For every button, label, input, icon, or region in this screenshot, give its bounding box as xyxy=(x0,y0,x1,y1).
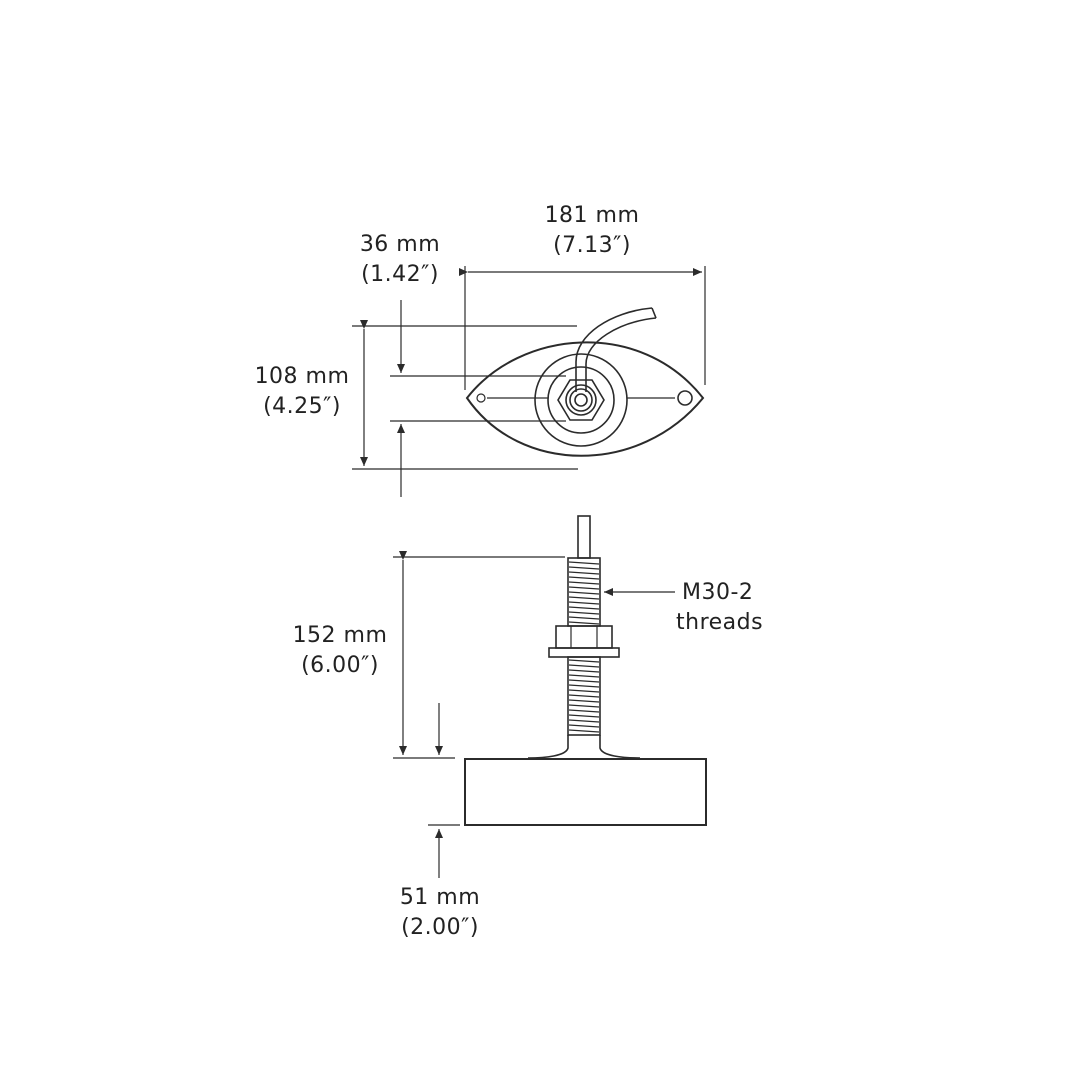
cable-outline-right xyxy=(585,317,657,392)
cable-end xyxy=(651,307,657,319)
base-height-metric: 51 mm xyxy=(399,885,481,910)
offset-dimension-label: 36 mm (1.42″) xyxy=(340,230,460,290)
hex-nut-side xyxy=(555,625,613,649)
thread-lines xyxy=(568,561,600,733)
thread-line xyxy=(568,729,600,733)
thread-callout-line2: threads xyxy=(676,610,764,635)
left-bolt-hole xyxy=(476,393,486,403)
thread-line xyxy=(568,561,600,565)
cable-outline-left xyxy=(575,307,653,392)
stem-outer xyxy=(569,388,593,412)
thread-line xyxy=(568,596,600,600)
top-view xyxy=(352,266,706,497)
stem-flare xyxy=(527,735,641,759)
thread-line xyxy=(568,664,600,668)
transducer-body xyxy=(464,758,707,826)
thread-line xyxy=(568,714,600,718)
thread-line xyxy=(568,709,600,713)
offset-imperial: (1.42″) xyxy=(361,262,439,287)
thread-callout-label: M30-2 threads xyxy=(676,578,786,638)
offset-metric: 36 mm xyxy=(359,232,441,257)
thread-callout-line1: M30-2 xyxy=(682,580,754,605)
base-height-dimension-label: 51 mm (2.00″) xyxy=(380,883,500,943)
top-view-housing-outline xyxy=(465,341,705,457)
base-height-imperial: (2.00″) xyxy=(401,915,479,940)
height-metric: 108 mm xyxy=(254,364,350,389)
thread-line xyxy=(568,699,600,703)
housing-boss-outer xyxy=(534,353,628,447)
washer-side xyxy=(548,647,620,658)
stem-height-imperial: (6.00″) xyxy=(301,653,379,678)
stem-inner xyxy=(574,393,588,407)
thread-line xyxy=(568,621,600,625)
thread-line xyxy=(568,591,600,595)
thread-line xyxy=(568,694,600,698)
thread-line xyxy=(568,659,600,663)
stem-height-metric: 152 mm xyxy=(292,623,388,648)
height-dimension-label: 108 mm (4.25″) xyxy=(240,362,364,422)
thread-line xyxy=(568,581,600,585)
cable-stub xyxy=(577,515,591,559)
thread-line xyxy=(568,684,600,688)
stem-washer xyxy=(565,384,597,416)
hex-nut-top xyxy=(557,379,605,421)
thread-line xyxy=(568,606,600,610)
housing-boss-inner xyxy=(547,366,615,434)
threaded-stem-lower xyxy=(567,656,601,736)
thread-line xyxy=(568,679,600,683)
thread-line xyxy=(568,704,600,708)
width-dimension-label: 181 mm (7.13″) xyxy=(530,201,654,261)
side-view xyxy=(393,515,707,878)
thread-line xyxy=(568,669,600,673)
right-bolt-hole xyxy=(677,390,693,406)
thread-line xyxy=(568,601,600,605)
stem-height-dimension-label: 152 mm (6.00″) xyxy=(278,621,402,681)
thread-line xyxy=(568,576,600,580)
thread-line xyxy=(568,724,600,728)
thread-line xyxy=(568,616,600,620)
thread-line xyxy=(568,719,600,723)
thread-line xyxy=(568,674,600,678)
thread-line xyxy=(568,571,600,575)
thread-line xyxy=(568,586,600,590)
height-imperial: (4.25″) xyxy=(263,394,341,419)
thread-line xyxy=(568,689,600,693)
thread-line xyxy=(568,566,600,570)
width-metric: 181 mm xyxy=(544,203,640,228)
width-imperial: (7.13″) xyxy=(553,233,631,258)
thread-line xyxy=(568,611,600,615)
